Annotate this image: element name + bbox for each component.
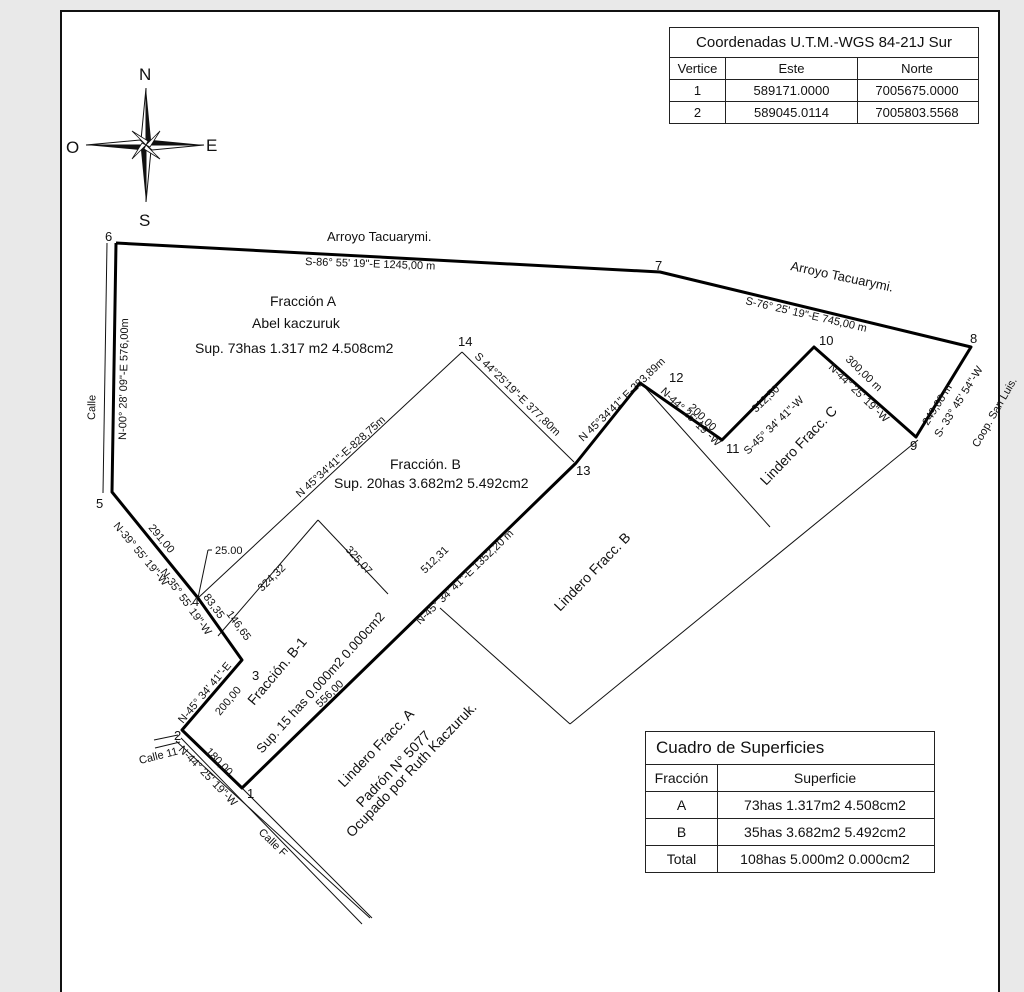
compass-rose-icon [85,87,205,203]
table-row: 1 589171.0000 7005675.0000 [670,80,978,102]
bearing-12-11: N-44° 25' 19"-W [658,386,724,450]
cell-fraccion: B [646,819,718,845]
bearing-13-12: N 45°34'41" E-283,89m [577,356,668,445]
cell-superficie: 73has 1.317m2 4.508cm2 [744,797,906,813]
cell-vertice: 2 [670,102,726,123]
vertex-5: 5 [96,496,103,511]
cell-superficie: 108has 5.000m2 0.000cm2 [740,851,910,867]
vertex-14: 14 [458,334,472,349]
lindero-c-label: Lindero Fracc. C [757,403,840,489]
leader-line [197,549,209,599]
lindero-b-top [641,383,771,528]
vertex-1: 1 [247,786,254,801]
fraccion-b-area: Sup. 20has 3.682m2 5.492cm2 [334,475,529,491]
bearing-1-13: N-45° 34' 41"-E 1352,20 m [414,528,516,628]
cell-fraccion: A [646,792,718,818]
cell-vertice: 1 [670,80,726,101]
compass-west: O [66,138,79,157]
calle-left-label: Calle [86,395,98,420]
compass-south: S [139,211,150,230]
dim-11-10: 312,50 [750,383,783,415]
calle-f-label: Calle F [256,827,290,860]
vertex-labels: 1 2 3 4 5 6 7 8 9 10 11 12 13 14 [96,229,977,801]
arroyo-label-1: Arroyo Tacuarymi. [327,229,432,244]
dim-25: 25.00 [215,545,243,557]
compass-east: E [206,136,217,155]
vertex-2: 2 [174,728,181,743]
bearing-5-6: N-00° 28' 09"-E 576,00m [117,318,131,440]
calle-left-outer-line [102,242,108,494]
vertex-12: 12 [669,370,683,385]
vertex-3: 3 [252,668,259,683]
thin-lines [102,242,919,925]
line-b1-top [217,519,319,637]
bearing-7-8: S-76° 25' 19"-E 745,00 m [744,295,868,335]
calle-11-label: Calle 11 [138,746,179,767]
calle-11-line-2 [154,741,181,749]
areas-table-title: Cuadro de Superficies [646,732,934,765]
calle-f-line-2 [180,737,363,925]
bearing-14-13: S 44°25'19"-E 377,80m [472,351,563,439]
main-boundary [110,241,973,790]
dim-324: 324,32 [256,562,289,594]
header-este: Este [726,58,858,79]
cell-fraccion: Total [646,846,718,872]
line-14-13 [461,351,575,463]
boundary-polyline [110,241,973,790]
compass-north: N [139,65,151,84]
areas-table-header: Fracción Superficie [646,765,934,792]
coop-label: Coop. San Luis. [970,376,1020,450]
cell-este: 589171.0000 [726,80,858,101]
vertex-11: 11 [726,441,740,456]
table-row: Total 108has 5.000m2 0.000cm2 [646,846,934,872]
arroyo-label-2: Arroyo Tacuarymi. [789,258,894,294]
fraccion-a-owner: Abel kaczuruk [252,315,341,331]
header-norte: Norte [901,61,933,76]
vertex-7: 7 [655,258,662,273]
coordinates-table: Coordenadas U.T.M.-WGS 84-21J Sur Vertic… [669,27,979,124]
calle-f-line [175,740,371,919]
line-b1-right [317,519,389,595]
vertex-6: 6 [105,229,112,244]
coordinates-table-header: Vertice Este Norte [670,58,978,80]
calle-11-line [153,734,179,741]
table-row: B 35has 3.682m2 5.492cm2 [646,819,934,846]
dim-1-13: 512,31 [419,544,452,576]
cell-norte: 7005675.0000 [875,83,959,98]
areas-table: Cuadro de Superficies Fracción Superfici… [645,731,935,873]
line-4-14 [197,351,463,599]
lindero-a-right [439,607,571,725]
header-vertice: Vertice [670,58,726,79]
vertex-13: 13 [576,463,590,478]
fraccion-a-area: Sup. 73has 1.317 m2 4.508cm2 [195,340,394,356]
bearing-3-2: N-45° 34' 41"-E [176,660,234,726]
table-row: A 73has 1.317m2 4.508cm2 [646,792,934,819]
vertex-9: 9 [910,438,917,453]
cell-este: 589045.0114 [726,102,858,123]
vertex-10: 10 [819,333,833,348]
lindero-b-right [569,439,919,725]
vertex-4: 4 [192,594,199,609]
lindero-b-label: Lindero Fracc. B [551,529,634,614]
bearing-6-7: S-86° 55' 19"-E 1245,00 m [305,256,436,273]
vertex-8: 8 [970,331,977,346]
cell-norte: 7005803.5568 [875,105,959,120]
fraccion-b-title: Fracción. B [390,456,461,472]
lindero-a-left [241,787,373,919]
table-row: 2 589045.0114 7005803.5568 [670,102,978,123]
header-superficie: Superficie [793,770,857,786]
dim-325: 325,07 [343,544,374,577]
header-fraccion: Fracción [646,765,718,791]
fraccion-a-title: Fracción A [270,293,337,309]
cell-superficie: 35has 3.682m2 5.492cm2 [744,824,906,840]
coordinates-table-title: Coordenadas U.T.M.-WGS 84-21J Sur [670,28,978,58]
